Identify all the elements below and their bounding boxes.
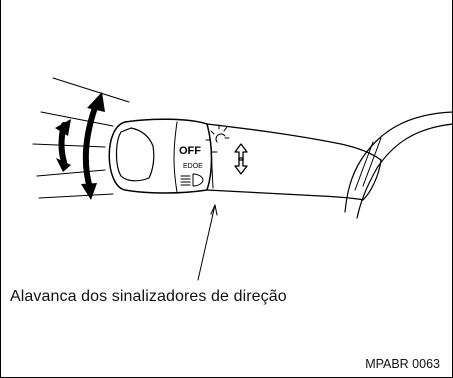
lever-shaft bbox=[206, 123, 382, 201]
guide-line-upper bbox=[40, 111, 114, 127]
motion-guide-lines bbox=[32, 77, 130, 199]
parking-light-label: EDOE bbox=[183, 163, 203, 170]
steering-column bbox=[344, 111, 453, 219]
guide-line-lower bbox=[36, 169, 106, 177]
figure-code: MPABR 0063 bbox=[365, 357, 440, 371]
leader-line bbox=[197, 204, 218, 281]
guide-line-middle bbox=[32, 143, 106, 148]
headlight-icon bbox=[205, 124, 230, 153]
double-arrow-large-icon bbox=[81, 92, 105, 200]
off-position-label: OFF bbox=[179, 145, 201, 157]
lever-caption: Alavanca dos sinalizadores de direção bbox=[10, 288, 287, 305]
hollow-arrow-down-icon bbox=[234, 157, 248, 175]
double-arrow-small-icon bbox=[55, 119, 71, 172]
lever-knob bbox=[108, 118, 213, 194]
guide-line-top bbox=[52, 77, 130, 103]
high-beam-icon bbox=[180, 173, 204, 187]
guide-line-bottom bbox=[38, 193, 114, 199]
